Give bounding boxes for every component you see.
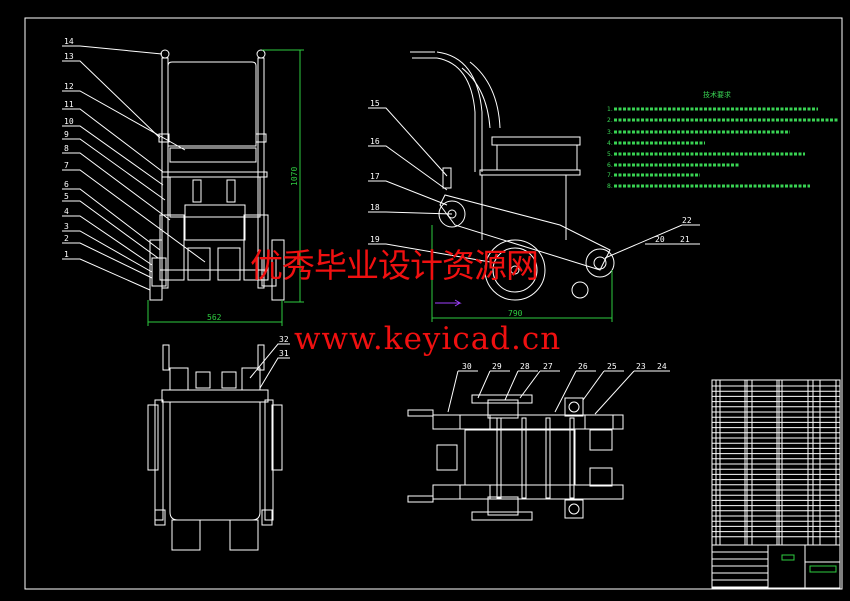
- part-label: 32: [279, 335, 289, 344]
- part-label: 19: [370, 235, 380, 244]
- tech-req-item: 5.: [607, 151, 613, 158]
- part-label: 29: [492, 362, 502, 371]
- part-label: 23: [636, 362, 646, 371]
- section-view: [407, 394, 624, 521]
- watermark-url: www.keyicad.cn: [294, 321, 562, 357]
- part-label: 17: [370, 172, 380, 181]
- part-label: 16: [370, 137, 380, 146]
- part-label: 22: [682, 216, 692, 225]
- tech-req-heading: 技术要求: [703, 90, 731, 99]
- tech-req-item: 2.: [607, 117, 613, 124]
- part-label: 18: [370, 203, 380, 212]
- front-view-dimensions: 562 1070: [147, 49, 304, 326]
- part-label: 1: [64, 250, 69, 259]
- dim-width: 562: [207, 313, 222, 322]
- title-block-line: [781, 554, 795, 561]
- part-label: 5: [64, 192, 69, 201]
- front-view: [149, 49, 285, 301]
- tech-req-item: 1.: [607, 106, 613, 113]
- part-label: 7: [64, 161, 69, 170]
- side-view-dimensions: 790: [431, 225, 613, 322]
- part-label: 20: [655, 235, 665, 244]
- tech-req-item: 7.: [607, 172, 613, 179]
- part-label: 6: [64, 180, 69, 189]
- dim-length: 790: [508, 309, 523, 318]
- part-label: 8: [64, 144, 69, 153]
- direction-arrow-icon: [435, 299, 462, 307]
- technical-requirements: 技术要求 1. 2. 3. 4. 5. 6. 7. 8.: [607, 90, 838, 190]
- part-label: 31: [279, 349, 289, 358]
- part-label: 15: [370, 99, 380, 108]
- dim-height: 1070: [290, 167, 299, 186]
- part-label: 11: [64, 100, 74, 109]
- tech-req-item: 6.: [607, 162, 613, 169]
- part-label: 14: [64, 37, 74, 46]
- part-label: 3: [64, 222, 69, 231]
- part-label: 26: [578, 362, 588, 371]
- part-label: 25: [607, 362, 617, 371]
- side-view-leaders: 15 16 17 18 19 22 20 21: [368, 99, 700, 263]
- front-view-leaders: 14 13 12 11 10 9 8 7 6 5 4 3 2 1: [62, 37, 206, 291]
- tech-req-item: 8.: [607, 183, 613, 190]
- section-view-leaders: 30 29 28 27 26 25 23 24: [447, 362, 670, 415]
- title-block-line: [809, 565, 837, 573]
- part-label: 27: [543, 362, 553, 371]
- part-label: 28: [520, 362, 530, 371]
- drawing-border: [24, 17, 843, 590]
- part-label: 10: [64, 117, 74, 126]
- part-label: 24: [657, 362, 667, 371]
- title-block: [711, 379, 841, 589]
- part-label: 4: [64, 207, 69, 216]
- side-view: [410, 51, 615, 301]
- part-label: 13: [64, 52, 74, 61]
- top-view: 32 31: [147, 335, 290, 551]
- part-label: 9: [64, 130, 69, 139]
- part-label: 2: [64, 234, 69, 243]
- tech-req-item: 3.: [607, 129, 613, 136]
- tech-req-item: 4.: [607, 140, 613, 147]
- part-label: 12: [64, 82, 74, 91]
- watermark-cn: 优秀毕业设计资源网: [250, 246, 539, 285]
- part-label: 21: [680, 235, 690, 244]
- part-label: 30: [462, 362, 472, 371]
